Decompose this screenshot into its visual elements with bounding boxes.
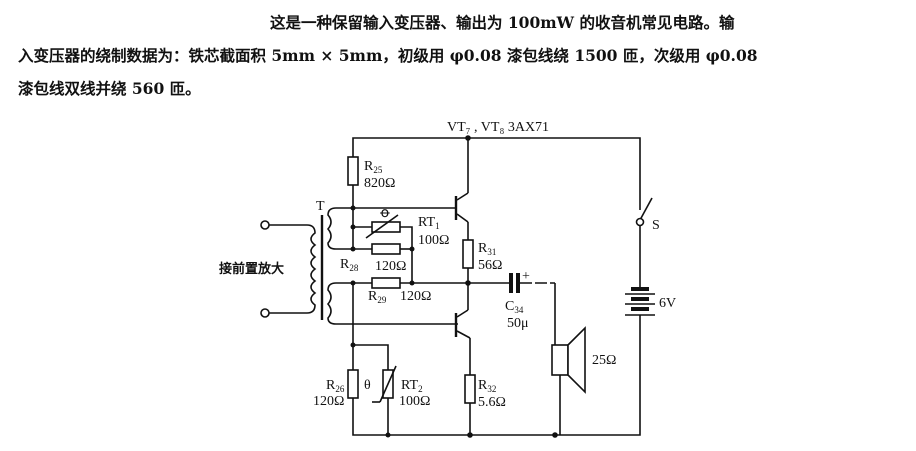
resistor-r28 (371, 243, 401, 255)
resistor-r26 (347, 369, 359, 399)
transistors-label: VT₇ , VT₈ 3AX71 (447, 120, 549, 135)
rt2-name: RT2 (401, 378, 423, 394)
top-rail (352, 135, 641, 206)
upper-base-network (350, 205, 455, 283)
switch-label: S (652, 218, 660, 233)
r29-name: R29 (368, 289, 387, 305)
rt2-symbol: θ (364, 378, 371, 393)
c34-polarity: + (522, 269, 530, 284)
rt1-value: 100Ω (418, 233, 449, 248)
rt2-value: 100Ω (399, 394, 430, 409)
capacitor-c34 (509, 273, 520, 293)
r31-name: R31 (478, 241, 496, 257)
c34-value: 50μ (507, 316, 529, 331)
r28-name: R28 (340, 257, 359, 273)
r26-value: 120Ω (313, 394, 344, 409)
input-terminal-top (260, 220, 270, 230)
speaker-value: 25Ω (592, 353, 616, 368)
resistor-r25 (347, 156, 359, 248)
description-line-2: 入变压器的绕制数据为：铁芯截面积 5mm × 5mm，初级用 φ0.08 漆包线… (18, 46, 758, 65)
middle-rail (350, 277, 556, 345)
switch-s[interactable] (635, 197, 653, 283)
r25-name: R25 (364, 159, 383, 175)
r29-value: 120Ω (400, 289, 431, 304)
rt1-symbol: ꝋ (380, 206, 390, 221)
r31-value: 56Ω (478, 258, 502, 273)
transistor-vt7 (454, 138, 474, 283)
lower-base-network (347, 283, 641, 438)
r26-name: R26 (326, 378, 345, 394)
input-terminal-bottom (260, 308, 270, 318)
speaker (551, 326, 586, 435)
resistor-r32 (464, 374, 476, 404)
rt1-name: RT1 (418, 215, 440, 231)
transformer-label: T (316, 199, 325, 214)
c34-name: C34 (505, 299, 524, 315)
description-paragraph: 这是一种保留输入变压器、输出为 100mW 的收音机常见电路。输 入变压器的绕制… (18, 6, 903, 105)
resistor-r31 (462, 239, 474, 269)
description-line-1: 这是一种保留输入变压器、输出为 100mW 的收音机常见电路。输 (270, 13, 735, 32)
battery-value: 6V (659, 296, 676, 311)
description-line-3: 漆包线双线并绕 560 匝。 (18, 79, 201, 98)
input-label: 接前置放大 (219, 261, 284, 277)
battery (625, 283, 655, 330)
r32-name: R32 (478, 378, 496, 394)
resistor-r29 (371, 277, 401, 289)
transformer (260, 207, 458, 325)
r32-value: 5.6Ω (478, 395, 506, 410)
r28-value: 120Ω (375, 259, 406, 274)
transistor-vt8 (454, 283, 476, 435)
r25-value: 820Ω (364, 176, 395, 191)
